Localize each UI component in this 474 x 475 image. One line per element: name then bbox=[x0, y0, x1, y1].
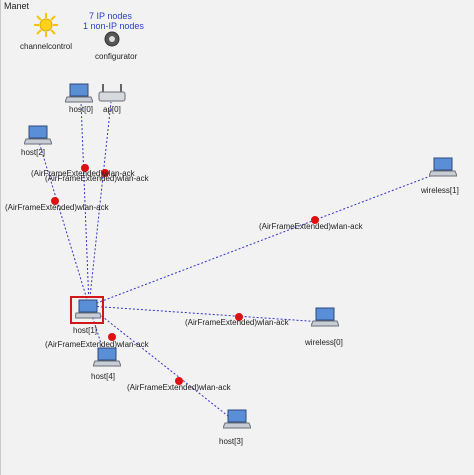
laptop-icon[interactable] bbox=[428, 156, 458, 183]
channelcontrol-label: channelcontrol bbox=[20, 42, 73, 51]
message-dot-6[interactable] bbox=[108, 333, 116, 341]
configurator-label: configurator bbox=[95, 52, 138, 61]
laptop-icon[interactable] bbox=[222, 408, 252, 435]
message-label: (AirFrameExtended)wlan-ack bbox=[259, 222, 363, 231]
gear-icon[interactable] bbox=[104, 31, 120, 52]
ip-nodes-count: 7 IP nodes bbox=[89, 11, 132, 21]
message-label: (AirFrameExtended)wlan-ack bbox=[185, 318, 289, 327]
host4-label: host[4] bbox=[91, 372, 116, 381]
link-host1-host2 bbox=[38, 141, 90, 307]
message-dot-2[interactable] bbox=[101, 169, 109, 177]
message-dot-3[interactable] bbox=[51, 197, 59, 205]
host3-label: host[3] bbox=[219, 437, 244, 446]
laptop-icon[interactable] bbox=[92, 346, 122, 373]
message-label: (AirFrameExtended)wlan-ack bbox=[31, 169, 135, 178]
wireless0-label: wireless[0] bbox=[305, 338, 343, 347]
message-dot-7[interactable] bbox=[175, 377, 183, 385]
access-point-icon[interactable] bbox=[97, 82, 127, 109]
laptop-icon[interactable] bbox=[23, 124, 53, 151]
link-host1-wireless1 bbox=[88, 171, 442, 307]
message-label: (AirFrameExtended)wlan-ack bbox=[5, 203, 109, 212]
sun-icon[interactable] bbox=[33, 12, 59, 43]
network-name: Manet bbox=[4, 1, 30, 11]
laptop-icon[interactable] bbox=[64, 82, 94, 109]
ap0-label: ap[0] bbox=[103, 105, 121, 114]
message-dot-5[interactable] bbox=[235, 313, 243, 321]
selection-box bbox=[70, 296, 104, 324]
non-ip-nodes-count: 1 non-IP nodes bbox=[83, 21, 144, 31]
wireless1-label: wireless[1] bbox=[421, 186, 459, 195]
message-label: (AirFrameExtended)wlan-ack bbox=[127, 383, 231, 392]
host0-label: host[0] bbox=[69, 105, 94, 114]
message-dot-4[interactable] bbox=[311, 216, 319, 224]
message-dot-1[interactable] bbox=[81, 164, 89, 172]
message-label: (AirFrameExtended)wlan-ack bbox=[45, 174, 149, 183]
laptop-icon[interactable] bbox=[74, 298, 102, 325]
host2-label: host[2] bbox=[21, 148, 46, 157]
laptop-icon[interactable] bbox=[310, 306, 340, 333]
link-host1-wireless0 bbox=[88, 305, 324, 323]
host1-label: host[1] bbox=[73, 326, 98, 335]
message-label: (AirFrameExtended)wlan-ack bbox=[45, 340, 149, 349]
link-host1-host3 bbox=[88, 305, 234, 421]
